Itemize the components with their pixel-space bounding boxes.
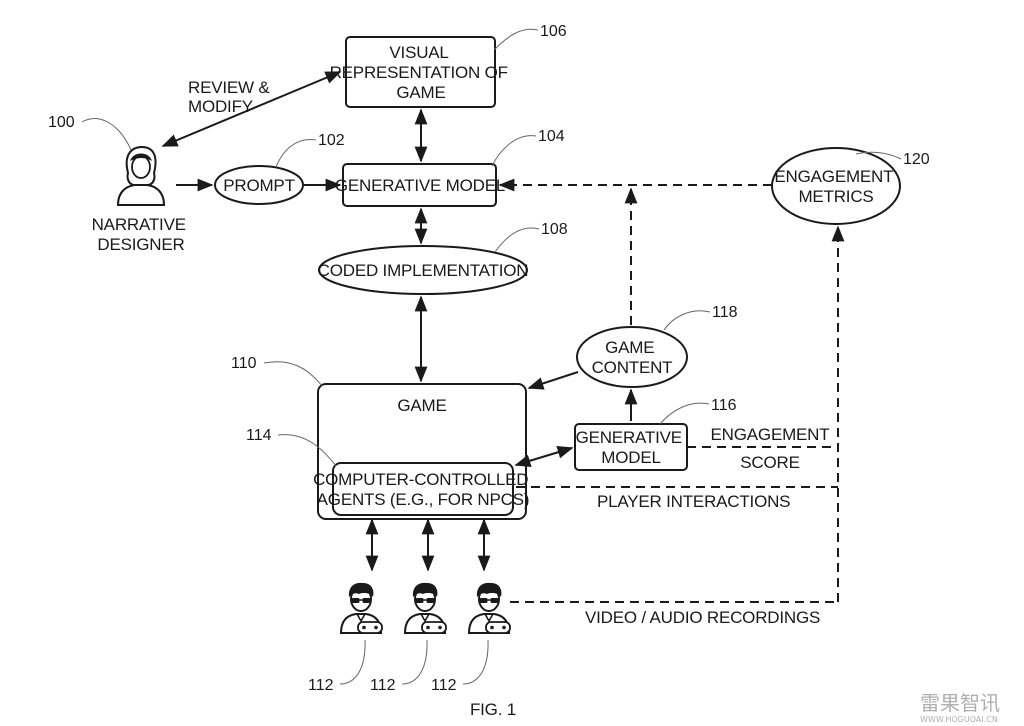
player-icon xyxy=(468,581,511,634)
generative-model-label: GENERATIVE MODEL xyxy=(335,176,505,195)
prompt-label: PROMPT xyxy=(223,176,295,195)
review-modify-arrow xyxy=(161,71,342,147)
ref-106: 106 xyxy=(540,23,567,40)
leader-118 xyxy=(663,310,711,331)
ref-100: 100 xyxy=(48,114,75,131)
engagement-score-label-1: ENGAGEMENT xyxy=(711,425,830,444)
game-label: GAME xyxy=(397,396,446,415)
ref-120: 120 xyxy=(903,151,930,168)
agents-box xyxy=(332,462,514,516)
arrow-agents-model xyxy=(514,446,574,467)
figure-label: FIG. 1 xyxy=(470,700,516,719)
ref-112-b: 112 xyxy=(370,677,396,694)
player-icon xyxy=(340,581,383,634)
leader-112-b xyxy=(401,639,428,685)
leader-112-a xyxy=(339,639,366,685)
leader-104 xyxy=(491,135,537,167)
leader-102 xyxy=(275,139,317,168)
visual-representation-box xyxy=(345,36,496,108)
review-modify-label: REVIEW & MODIFY xyxy=(188,78,274,116)
ref-108: 108 xyxy=(541,221,568,238)
leader-114 xyxy=(277,434,337,467)
leader-106 xyxy=(493,28,539,51)
ref-102: 102 xyxy=(318,132,345,149)
engagement-metrics-label: ENGAGEMENT METRICS xyxy=(774,167,897,206)
leader-116 xyxy=(659,402,710,425)
arrow-content-game xyxy=(527,371,579,390)
coded-implementation-ellipse xyxy=(318,245,528,295)
coded-implementation-label: CODED IMPLEMENTATION xyxy=(318,261,529,280)
ref-110: 110 xyxy=(231,355,257,372)
leader-100 xyxy=(81,118,132,151)
narrative-designer-icon xyxy=(116,145,166,206)
watermark-url: WWW.HOGUOAI.CN xyxy=(920,715,998,724)
engagement-score-label-2: SCORE xyxy=(740,453,799,472)
ref-112-a: 112 xyxy=(308,677,334,694)
leader-120 xyxy=(855,151,902,160)
engagement-metrics-ellipse xyxy=(771,147,901,225)
ref-104: 104 xyxy=(538,128,565,145)
generative-model-box xyxy=(342,163,497,207)
ref-116: 116 xyxy=(711,397,737,414)
visual-representation-label: VISUAL REPRESENTATION OF GAME xyxy=(330,43,513,102)
watermark-title: 雷果智讯 xyxy=(920,691,1000,715)
player-icon xyxy=(404,581,447,634)
game-content-label: GAME CONTENT xyxy=(592,338,673,377)
ref-114: 114 xyxy=(246,427,272,444)
video-audio-label: VIDEO / AUDIO RECORDINGS xyxy=(585,608,820,627)
player-interactions-label: PLAYER INTERACTIONS xyxy=(597,492,790,511)
generative-model-small-label: GENERATIVE MODEL xyxy=(576,428,687,467)
leader-112-c xyxy=(462,639,489,685)
ref-118: 118 xyxy=(712,304,738,321)
ref-112-c: 112 xyxy=(431,677,457,694)
prompt-ellipse xyxy=(214,165,304,205)
leader-108 xyxy=(494,227,540,253)
agents-label: COMPUTER-CONTROLLED AGENTS (E.G., FOR NP… xyxy=(313,470,533,509)
narrative-designer-label: NARRATIVE DESIGNER xyxy=(92,215,191,254)
game-content-ellipse xyxy=(576,326,688,388)
leader-110 xyxy=(263,361,323,387)
